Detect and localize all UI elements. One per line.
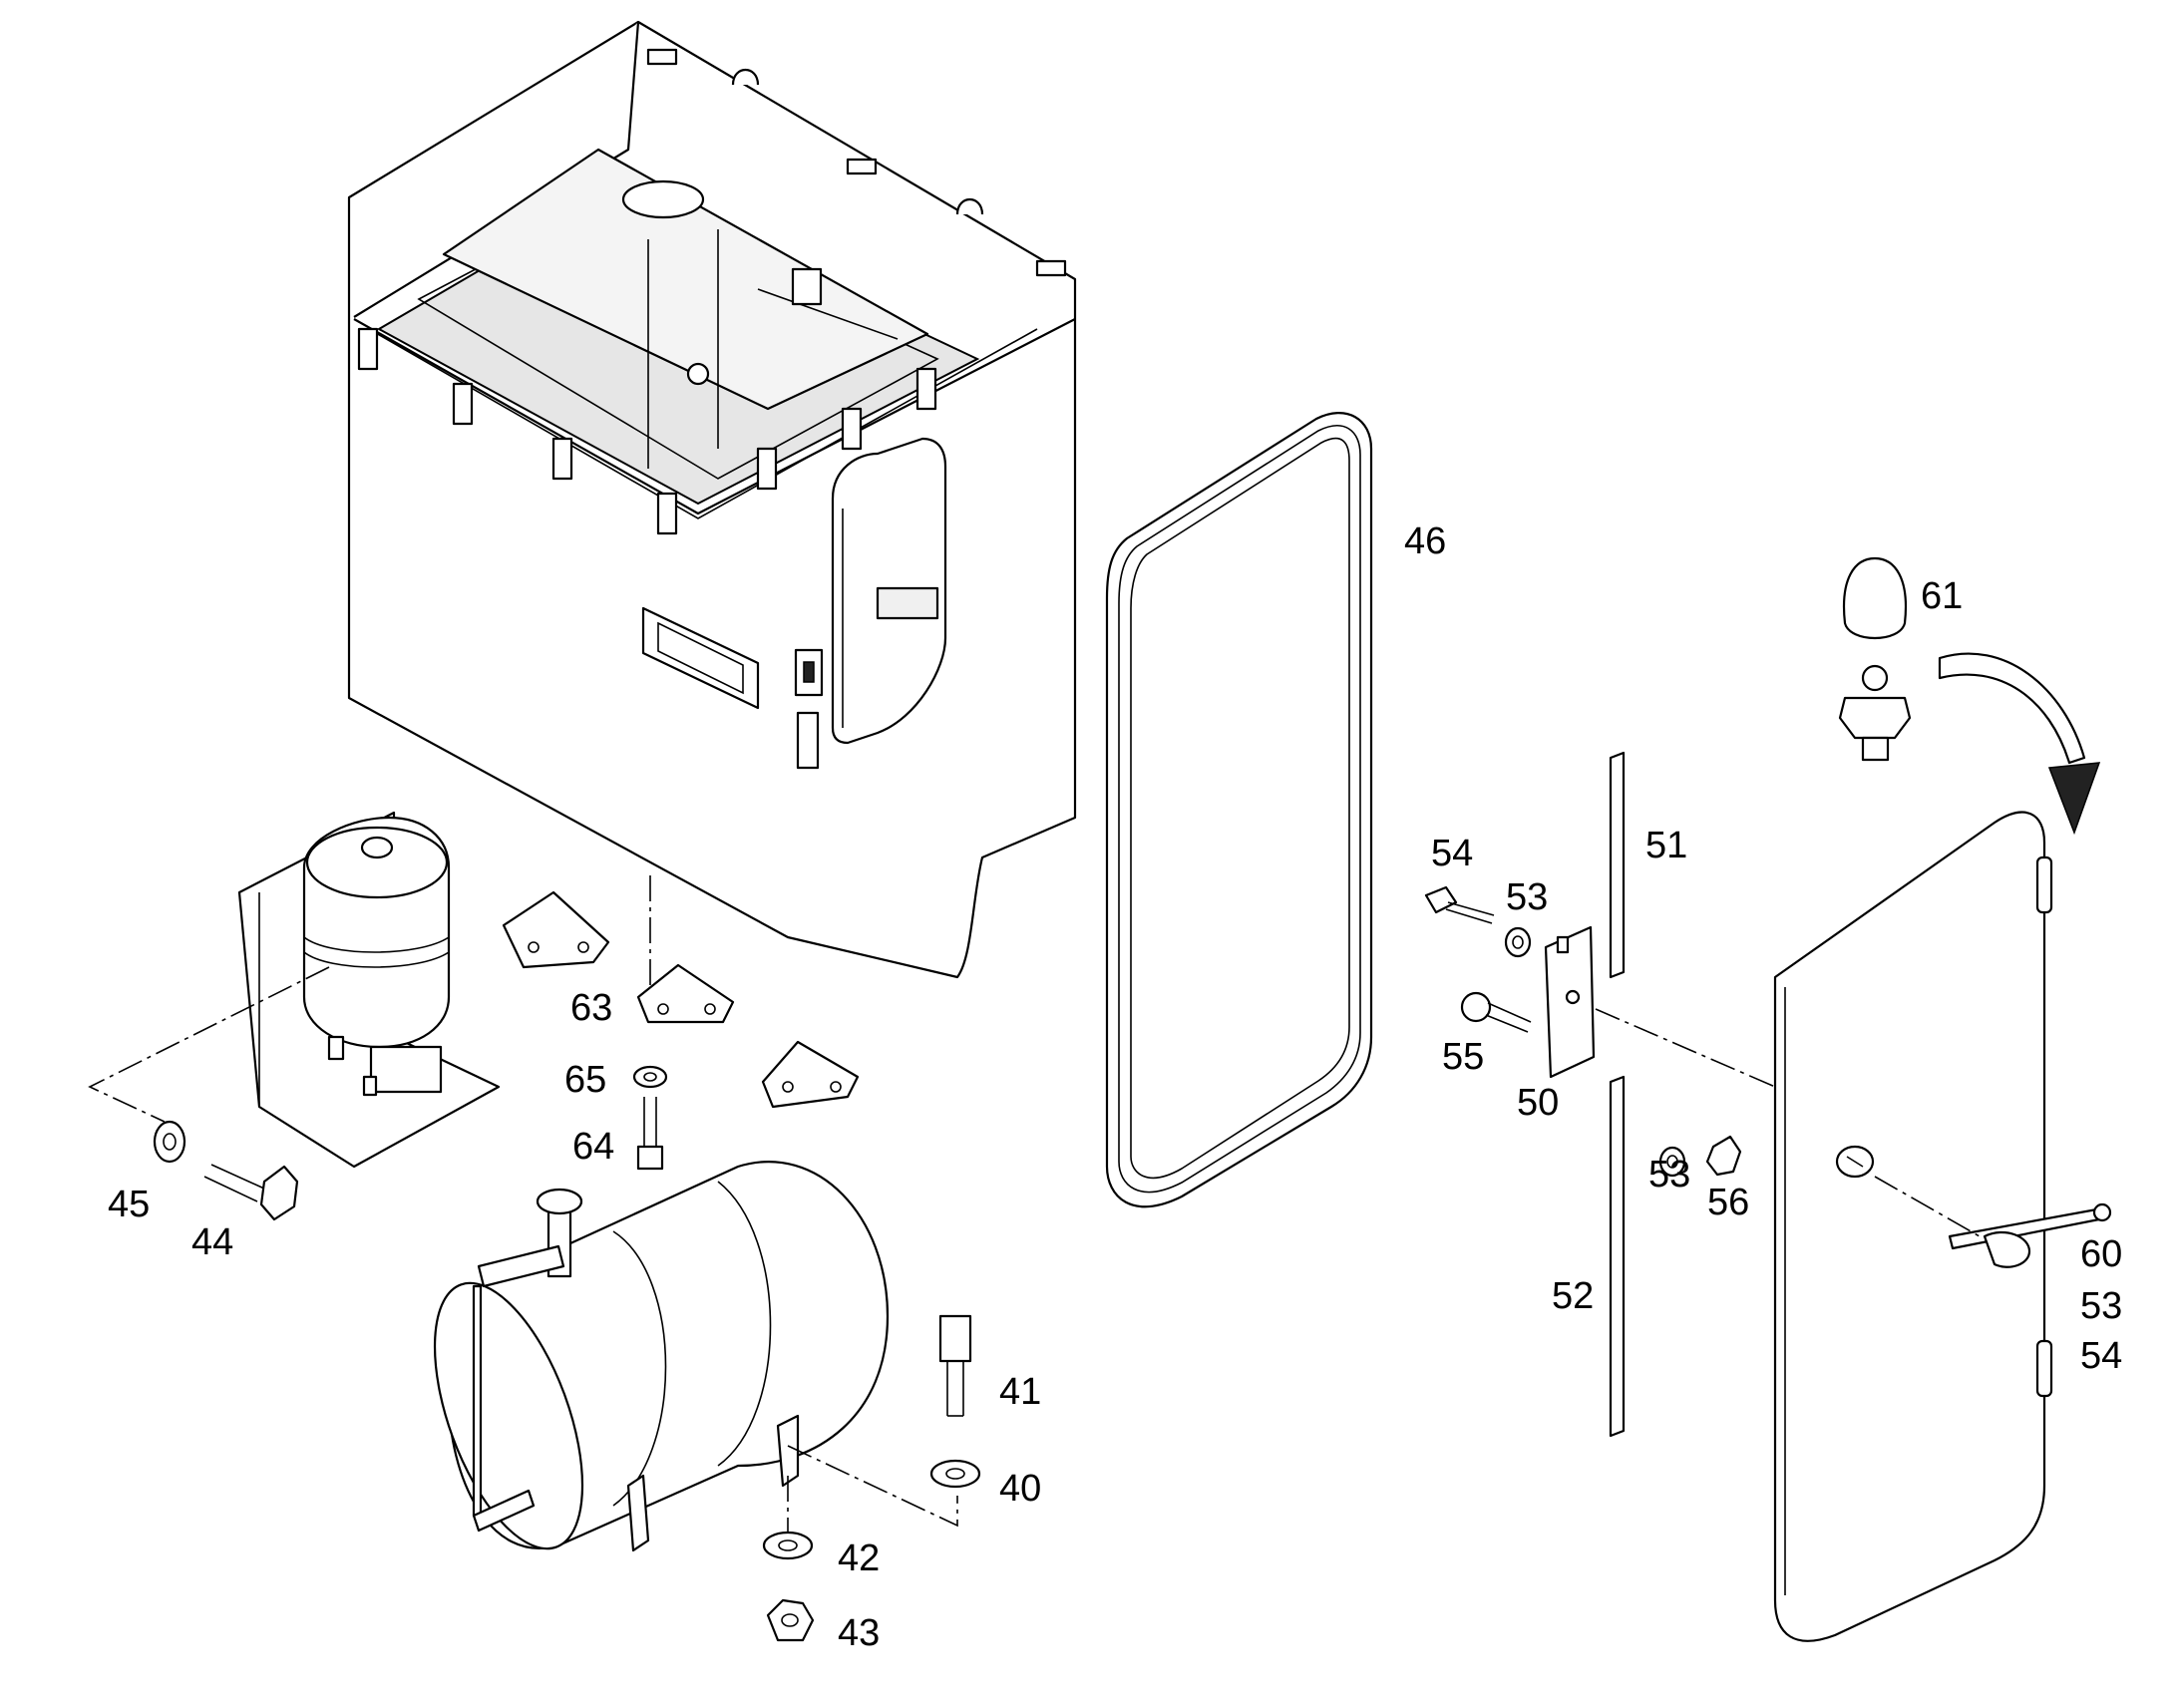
- washer-part-42: [762, 1531, 814, 1560]
- callout-63: 63: [570, 987, 612, 1029]
- callout-40: 40: [999, 1468, 1041, 1510]
- callout-43: 43: [838, 1612, 880, 1654]
- leader-tank-fasteners: [787, 1445, 958, 1550]
- air-dryer-assembly: [237, 811, 501, 1169]
- callout-46: 46: [1404, 520, 1446, 562]
- callout-61: 61: [1921, 575, 1963, 617]
- callout-65: 65: [564, 1059, 606, 1101]
- callout-54-door: 54: [2080, 1335, 2122, 1377]
- callout-52: 52: [1552, 1275, 1594, 1317]
- cab-housing: [347, 20, 1077, 979]
- callout-56: 56: [1707, 1182, 1749, 1223]
- callout-41: 41: [999, 1371, 1041, 1413]
- nut-part-43: [766, 1598, 815, 1642]
- door-seal-part-46: [1105, 412, 1373, 1208]
- hinge-assembly: [1424, 751, 1776, 1438]
- washer-part-45: [153, 1120, 186, 1164]
- callout-64: 64: [572, 1126, 614, 1168]
- callout-53-door: 53: [2080, 1285, 2122, 1327]
- callout-60: 60: [2080, 1233, 2122, 1275]
- callout-51: 51: [1645, 825, 1687, 866]
- callout-53-lower: 53: [1648, 1154, 1690, 1196]
- callout-45: 45: [108, 1184, 150, 1225]
- callout-53-upper: 53: [1506, 876, 1548, 918]
- air-tank: [433, 1161, 890, 1552]
- washer-part-40: [929, 1459, 981, 1489]
- callout-55: 55: [1442, 1036, 1484, 1078]
- bolt-part-64: [636, 1097, 664, 1171]
- bolt-part-41: [938, 1314, 972, 1417]
- callout-labels: 46 61 51 54 53 55 50 53 56 60 53 54 52 6…: [108, 520, 2122, 1654]
- callout-42: 42: [838, 1537, 880, 1579]
- leader-dryer-to-45: [88, 966, 330, 1123]
- mounting-plates: [502, 890, 860, 1109]
- callout-54-upper: 54: [1431, 833, 1473, 874]
- washer-part-65: [632, 1065, 668, 1089]
- knob-part-61: [1838, 556, 1912, 762]
- callout-50: 50: [1517, 1082, 1559, 1124]
- door-panel: [1773, 811, 2112, 1642]
- bolt-part-44: [203, 1164, 299, 1221]
- callout-44: 44: [191, 1221, 233, 1263]
- assembly-arrow: [1938, 652, 2101, 836]
